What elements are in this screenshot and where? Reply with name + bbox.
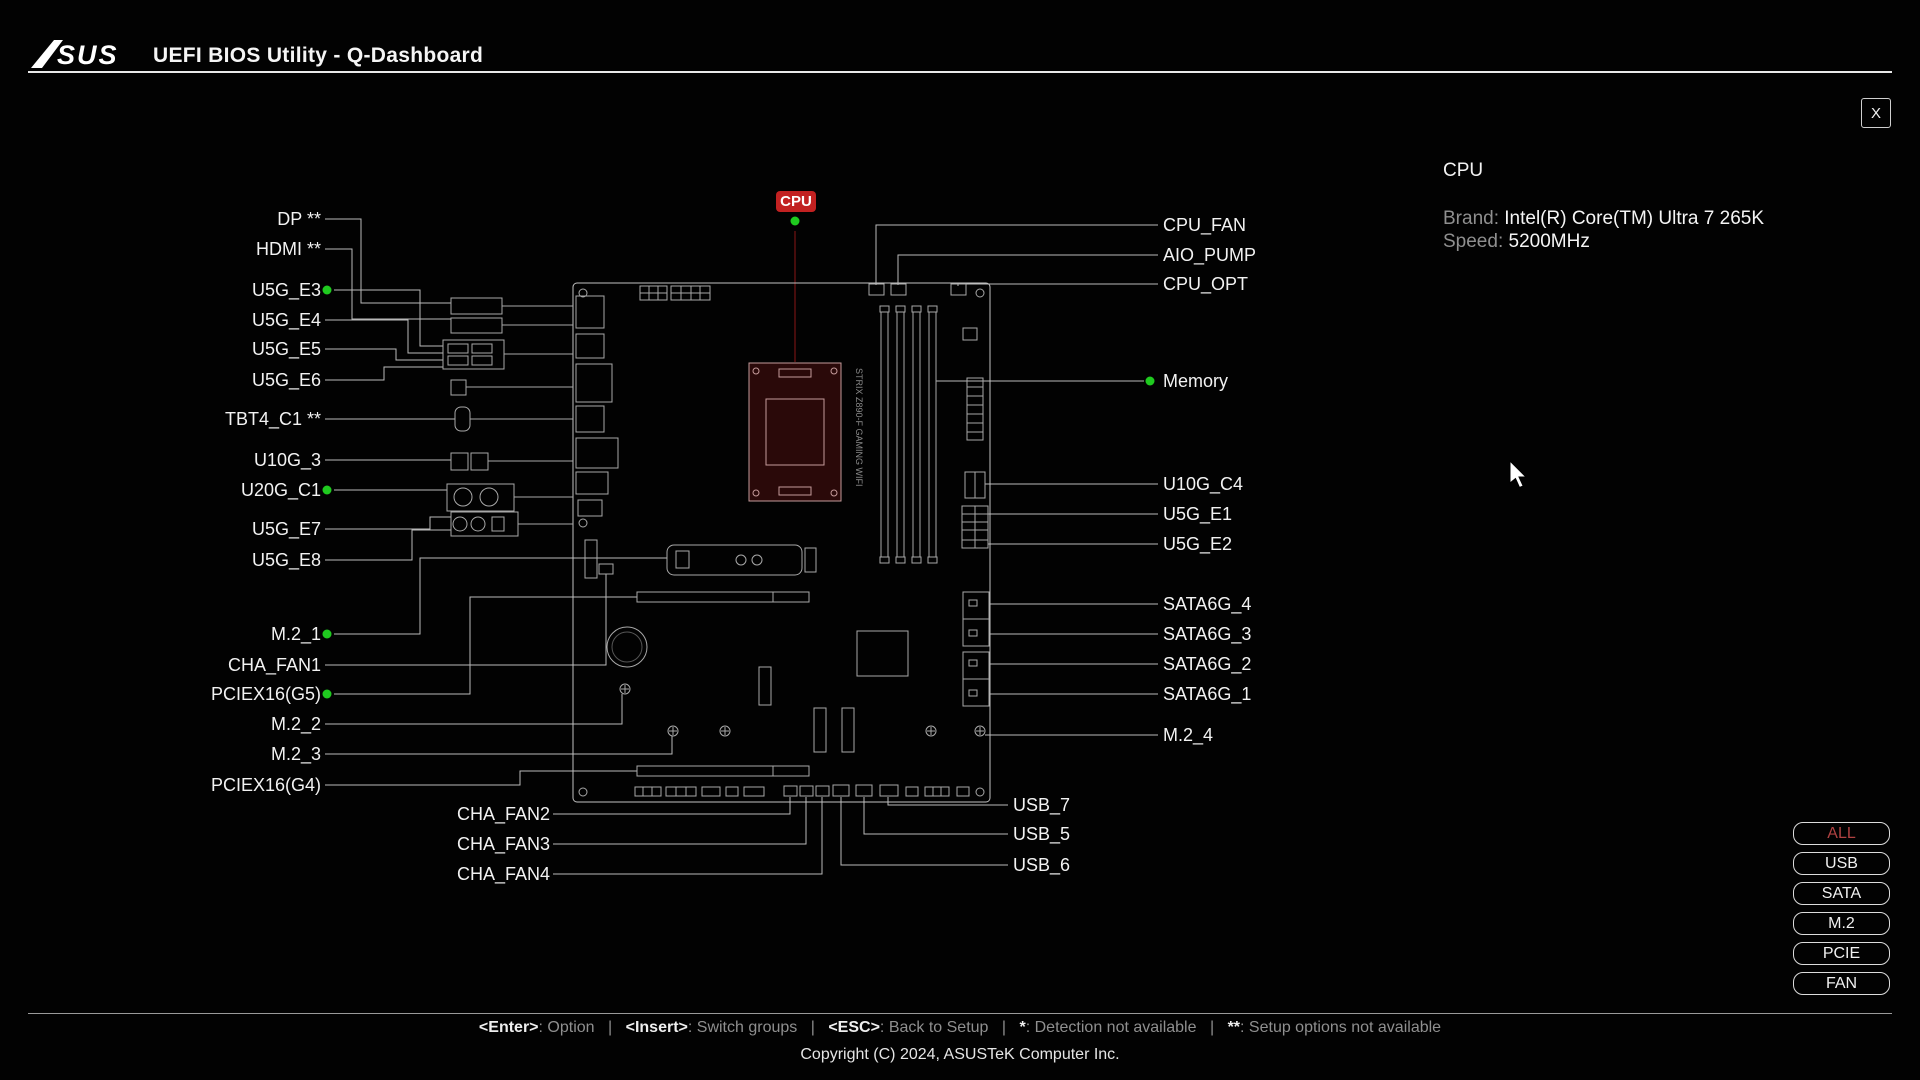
info-brand-line: Brand: Intel(R) Core(TM) Ultra 7 265K bbox=[1443, 208, 1764, 230]
connector-u5g-e5[interactable]: U5G_E5 bbox=[251, 339, 321, 359]
board-outline bbox=[572, 282, 991, 803]
m2-screws bbox=[619, 683, 986, 737]
pcie-slots bbox=[636, 591, 810, 777]
pcie-slot-g4 bbox=[636, 765, 810, 777]
connector-m2-4[interactable]: M.2_4 bbox=[1163, 725, 1214, 745]
filter-button-usb[interactable]: USB bbox=[1793, 852, 1890, 875]
connector-m2-1[interactable]: M.2_1 bbox=[270, 624, 321, 644]
connector-sata6g-1[interactable]: SATA6G_1 bbox=[1163, 684, 1252, 704]
help-enter: <Enter>: Option bbox=[478, 1019, 595, 1036]
info-speed-value: 5200MHz bbox=[1508, 231, 1590, 252]
connector-sata6g-3[interactable]: SATA6G_3 bbox=[1163, 624, 1252, 644]
connector-memory[interactable]: Memory bbox=[1163, 371, 1229, 391]
connector-sata6g-4[interactable]: SATA6G_4 bbox=[1163, 594, 1252, 614]
board-model-text: STRIX Z890-F GAMING WIFI bbox=[854, 368, 864, 487]
eps-power-connectors bbox=[639, 285, 711, 301]
connector-u5g-e1[interactable]: U5G_E1 bbox=[1163, 504, 1233, 524]
connector-u5g-e2[interactable]: U5G_E2 bbox=[1163, 534, 1233, 554]
m2-slots bbox=[666, 544, 855, 753]
status-indicator-dots bbox=[322, 216, 1155, 699]
connector-u10g-c4[interactable]: U10G_C4 bbox=[1163, 474, 1244, 494]
connector-lines bbox=[325, 218, 1158, 875]
ram-slots bbox=[879, 305, 938, 564]
help-double-asterisk: **: Setup options not available bbox=[1227, 1019, 1442, 1036]
sata-ports bbox=[962, 591, 990, 707]
asus-logo-graphic: SUS bbox=[31, 40, 119, 70]
bottom-edge-headers bbox=[634, 784, 970, 797]
info-speed-line: Speed: 5200MHz bbox=[1443, 231, 1590, 253]
copyright-text: Copyright (C) 2024, ASUSTeK Computer Inc… bbox=[800, 1046, 1120, 1063]
connector-tbt4-c1[interactable]: TBT4_C1 ** bbox=[224, 409, 321, 429]
page-title: UEFI BIOS Utility - Q-Dashboard bbox=[153, 44, 484, 67]
filter-button-sata[interactable]: SATA bbox=[1793, 882, 1890, 905]
filter-button-m2[interactable]: M.2 bbox=[1793, 912, 1890, 935]
left-internal-blocks bbox=[575, 295, 619, 579]
connector-u5g-e6[interactable]: U5G_E6 bbox=[251, 370, 321, 390]
close-button[interactable]: X bbox=[1861, 98, 1891, 128]
connector-hdmi[interactable]: HDMI ** bbox=[255, 239, 321, 259]
dot-u20g-c1 bbox=[322, 485, 332, 495]
help-insert: <Insert>: Switch groups bbox=[625, 1019, 798, 1036]
help-asterisk: *: Detection not available bbox=[1019, 1019, 1197, 1036]
footer-divider bbox=[28, 1013, 1892, 1014]
filter-button-all[interactable]: ALL bbox=[1793, 822, 1890, 845]
pcie-slot-g5 bbox=[636, 591, 810, 603]
connector-cha-fan2[interactable]: CHA_FAN2 bbox=[456, 804, 550, 824]
connector-m2-2[interactable]: M.2_2 bbox=[270, 714, 321, 734]
mouse-cursor bbox=[1509, 460, 1528, 489]
cha-fan1-header bbox=[598, 563, 614, 575]
connector-usb-5[interactable]: USB_5 bbox=[1013, 824, 1071, 844]
filter-button-group: ALL USB SATA M.2 PCIE FAN bbox=[1793, 822, 1890, 995]
connector-m2-3[interactable]: M.2_3 bbox=[270, 744, 321, 764]
connector-aio-pump[interactable]: AIO_PUMP bbox=[1163, 245, 1257, 265]
help-bar: <Enter>: Option | <Insert>: Switch group… bbox=[0, 1017, 1920, 1039]
info-brand-value: Intel(R) Core(TM) Ultra 7 265K bbox=[1504, 208, 1764, 229]
connector-cpu-opt[interactable]: CPU_OPT bbox=[1163, 274, 1249, 294]
connector-dp[interactable]: DP ** bbox=[277, 209, 321, 229]
cpu-fan-headers bbox=[868, 283, 967, 296]
connector-pciex16-g5[interactable]: PCIEX16(G5) bbox=[210, 684, 321, 704]
header-divider bbox=[28, 71, 1892, 73]
dot-cpu bbox=[790, 216, 800, 226]
connector-u5g-e4[interactable]: U5G_E4 bbox=[251, 310, 321, 330]
connector-u5g-e3[interactable]: U5G_E3 bbox=[251, 280, 321, 300]
dot-m2-1 bbox=[322, 629, 332, 639]
chipset bbox=[856, 630, 909, 677]
filter-button-fan[interactable]: FAN bbox=[1793, 972, 1890, 995]
connector-u10g-3[interactable]: U10G_3 bbox=[253, 450, 321, 470]
connector-sata6g-2[interactable]: SATA6G_2 bbox=[1163, 654, 1252, 674]
connector-cha-fan1[interactable]: CHA_FAN1 bbox=[227, 655, 321, 675]
info-speed-label: Speed: bbox=[1443, 231, 1504, 252]
motherboard-diagram: STRIX Z890-F GAMING WIFI bbox=[442, 282, 991, 803]
connector-usb-6[interactable]: USB_6 bbox=[1013, 855, 1071, 875]
cpu-socket bbox=[748, 362, 842, 502]
connector-pciex16-g4[interactable]: PCIEX16(G4) bbox=[210, 775, 321, 795]
asus-logo: SUS bbox=[31, 40, 146, 73]
connector-cpu-fan[interactable]: CPU_FAN bbox=[1163, 215, 1247, 235]
help-separator: | bbox=[810, 1019, 815, 1036]
cmos-battery bbox=[606, 626, 648, 668]
dot-u5g-e3 bbox=[322, 285, 332, 295]
dot-pciex16-g5 bbox=[322, 689, 332, 699]
help-separator: | bbox=[608, 1019, 613, 1036]
svg-text:SUS: SUS bbox=[57, 40, 119, 68]
connector-usb-7[interactable]: USB_7 bbox=[1013, 795, 1071, 815]
help-esc: <ESC>: Back to Setup bbox=[828, 1019, 989, 1036]
help-separator: | bbox=[1209, 1019, 1215, 1036]
connector-u5g-e8[interactable]: U5G_E8 bbox=[251, 550, 321, 570]
connector-u5g-e7[interactable]: U5G_E7 bbox=[251, 519, 321, 539]
connector-cha-fan4[interactable]: CHA_FAN4 bbox=[456, 864, 550, 884]
cpu-badge[interactable]: CPU bbox=[776, 191, 816, 212]
rear-io-ports bbox=[442, 297, 573, 537]
info-title: CPU bbox=[1443, 160, 1484, 181]
right-edge-connectors bbox=[961, 327, 989, 549]
info-brand-label: Brand: bbox=[1443, 208, 1499, 229]
connector-cha-fan3[interactable]: CHA_FAN3 bbox=[456, 834, 550, 854]
help-separator: | bbox=[1001, 1019, 1007, 1036]
dot-memory bbox=[1145, 376, 1155, 386]
filter-button-pcie[interactable]: PCIE bbox=[1793, 942, 1890, 965]
connector-u20g-c1[interactable]: U20G_C1 bbox=[240, 480, 321, 500]
